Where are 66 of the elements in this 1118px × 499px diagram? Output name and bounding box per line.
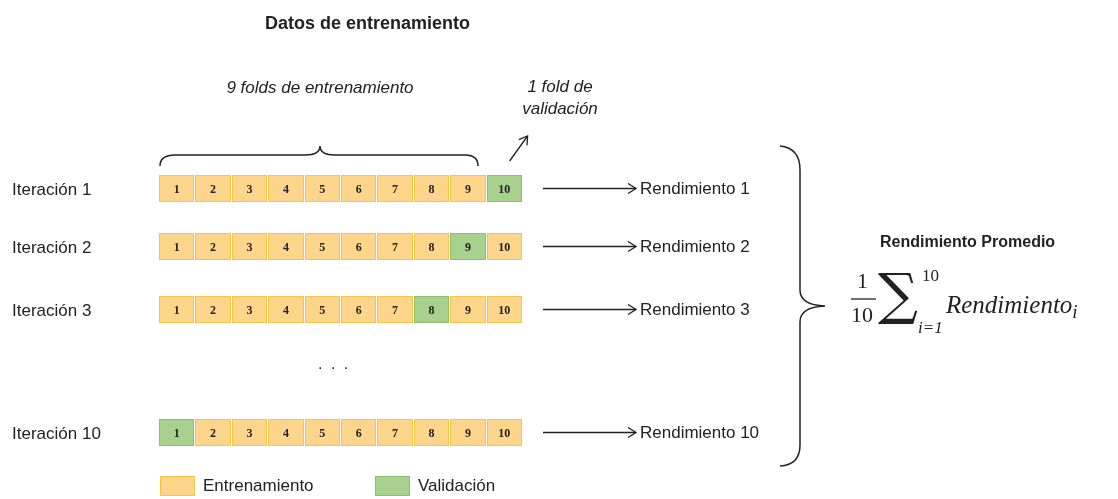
fold-cell: 10	[486, 175, 522, 202]
fold-cell: 9	[450, 233, 486, 260]
arrow	[542, 240, 637, 253]
ellipsis: . . .	[318, 354, 351, 374]
result-text: Rendimiento 1	[640, 175, 750, 202]
fold-cell: 4	[268, 175, 304, 202]
legend-label: Entrenamiento	[203, 475, 314, 497]
fold-cell: 3	[231, 233, 268, 260]
fold-cell: 5	[304, 233, 340, 260]
fold-cell: 5	[304, 419, 340, 446]
fold-cell: 9	[450, 175, 486, 202]
fold-cell: 4	[268, 296, 304, 323]
fold-cell: 2	[195, 175, 231, 202]
arrow	[542, 182, 637, 195]
fold-cell: 3	[231, 296, 268, 323]
arrow	[542, 426, 637, 439]
fold-cell: 7	[377, 175, 413, 202]
fold-cell: 1	[159, 175, 195, 202]
fold-cell: 7	[377, 233, 413, 260]
label-text: 9 folds de entrenamiento	[225, 77, 415, 99]
fold-cell: 3	[231, 419, 268, 446]
fold-cell: 1	[159, 419, 195, 446]
sum-symbol: ∑	[878, 262, 918, 326]
fold-cell: 8	[413, 419, 450, 446]
annotation-text: 1 fold de validación	[500, 76, 620, 120]
formula-text: 10	[851, 302, 873, 328]
arrow	[508, 135, 529, 162]
result-text: Rendimiento 3	[640, 296, 750, 323]
fold-cell: 7	[377, 419, 413, 446]
arrow	[542, 303, 637, 316]
title: Datos de entrenamiento	[265, 12, 471, 35]
result-text: Rendimiento 10	[640, 419, 760, 446]
formula-text: 1	[857, 268, 868, 294]
legend-label: Validación	[418, 475, 496, 497]
fold-cell: 6	[341, 233, 377, 260]
fold-cell: 2	[195, 233, 231, 260]
fold-cell: 5	[304, 296, 340, 323]
fold-cell: 10	[486, 233, 522, 260]
fold-cell: 3	[231, 175, 268, 202]
fold-cell: 4	[268, 419, 304, 446]
fold-cell: 2	[195, 419, 231, 446]
fold-cell: 1	[159, 296, 195, 323]
fold-cell: 8	[413, 175, 450, 202]
fold-cell: 7	[377, 296, 413, 323]
label-text: Iteración 1	[12, 179, 92, 201]
fold-cell: 1	[159, 233, 195, 260]
label-text: Rendimiento Promedio	[880, 232, 1056, 252]
fold-cell: 6	[341, 175, 377, 202]
fold-cell: 10	[486, 296, 522, 323]
formula-text: i=1	[918, 318, 943, 338]
fold-cell: 8	[413, 296, 450, 323]
label-text: Iteración 10	[12, 423, 101, 445]
fold-cell: 8	[413, 233, 450, 260]
formula-text: Rendimiento$_{i}$	[946, 290, 1078, 320]
fold-cell: 6	[341, 296, 377, 323]
fold-cell: 6	[341, 419, 377, 446]
fold-cell: 9	[450, 296, 486, 323]
fold-cell: 10	[486, 419, 522, 446]
fold-cell: 2	[195, 296, 231, 323]
formula-text: 10	[922, 266, 939, 286]
fold-cell: 4	[268, 233, 304, 260]
label-text: Iteración 2	[12, 237, 92, 259]
label-text: Iteración 3	[12, 300, 92, 322]
result-text: Rendimiento 2	[640, 233, 750, 260]
fold-cell: 9	[450, 419, 486, 446]
fold-cell: 5	[304, 175, 340, 202]
